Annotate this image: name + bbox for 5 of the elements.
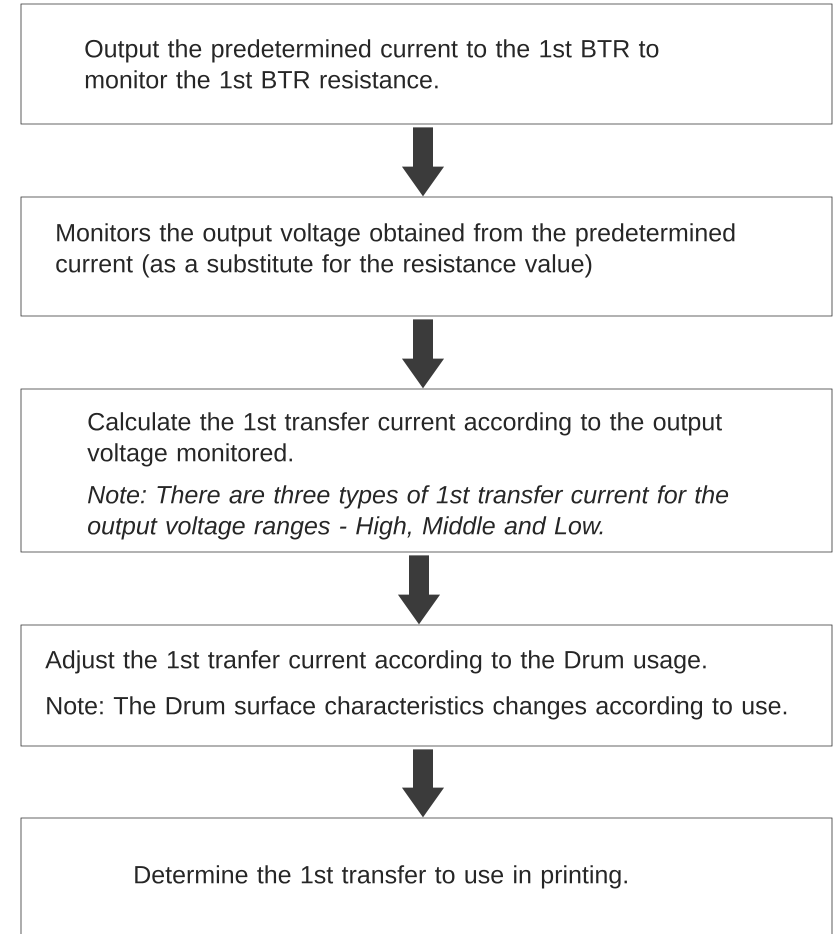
process-box: Determine the 1st transfer to use in printing. [20,818,832,934]
process-box: Output the predetermined current to the 1st BTR to monitor the 1st BTR resistance. [20,4,832,124]
process-box: Adjust the 1st tranfer current according to the Drum usage. Note: The Drum surface characteristics changes according to use. [20,624,832,746]
process-box: Calculate the 1st transfer current according to the output voltage monitored. Note: There are three types of 1st transfer current for the output voltage ranges - High, Middle and Low. [20,388,832,552]
process-box: Monitors the output voltage obtained from the predetermined current (as a substitute for the resistance value) [20,196,832,316]
